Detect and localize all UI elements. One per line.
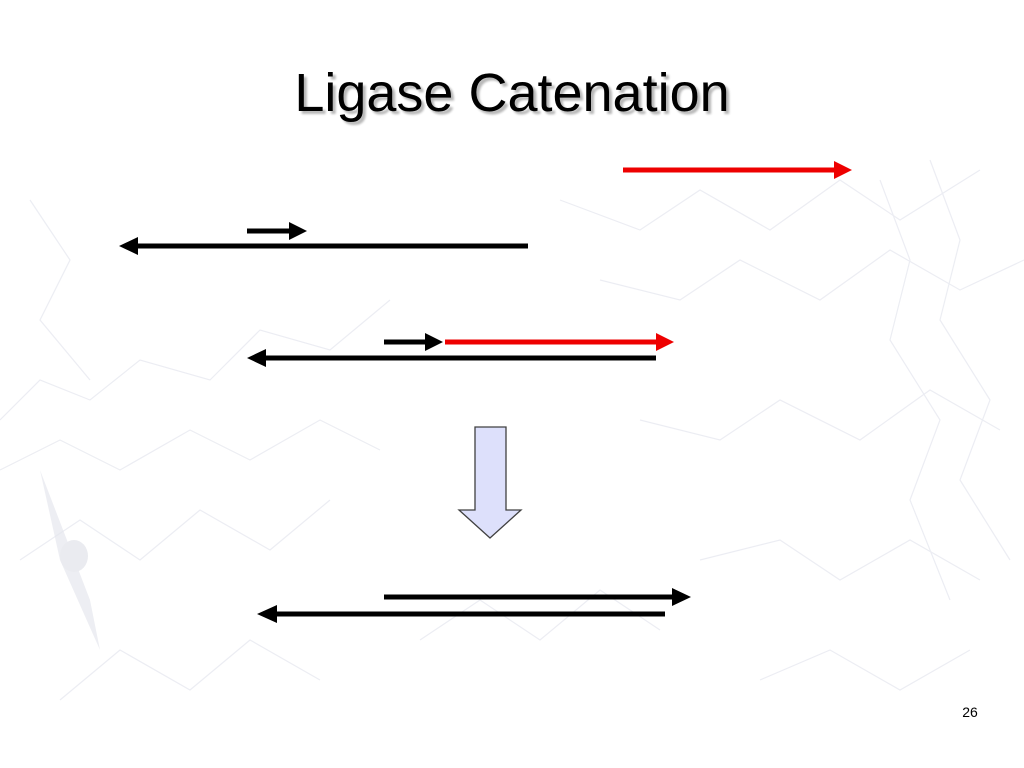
template-strand-1 (119, 237, 528, 255)
free-red-strand (623, 161, 852, 179)
short-primer-2 (384, 333, 443, 351)
short-primer-1 (247, 222, 307, 240)
slide-title: Ligase Catenation (294, 63, 730, 123)
ligated-product-strand (384, 588, 691, 606)
template-strand-3 (257, 605, 665, 623)
down-block-arrow-icon (457, 426, 523, 539)
template-strand-2 (247, 349, 656, 367)
annealed-red-strand (445, 333, 674, 351)
page-number: 26 (962, 704, 978, 720)
